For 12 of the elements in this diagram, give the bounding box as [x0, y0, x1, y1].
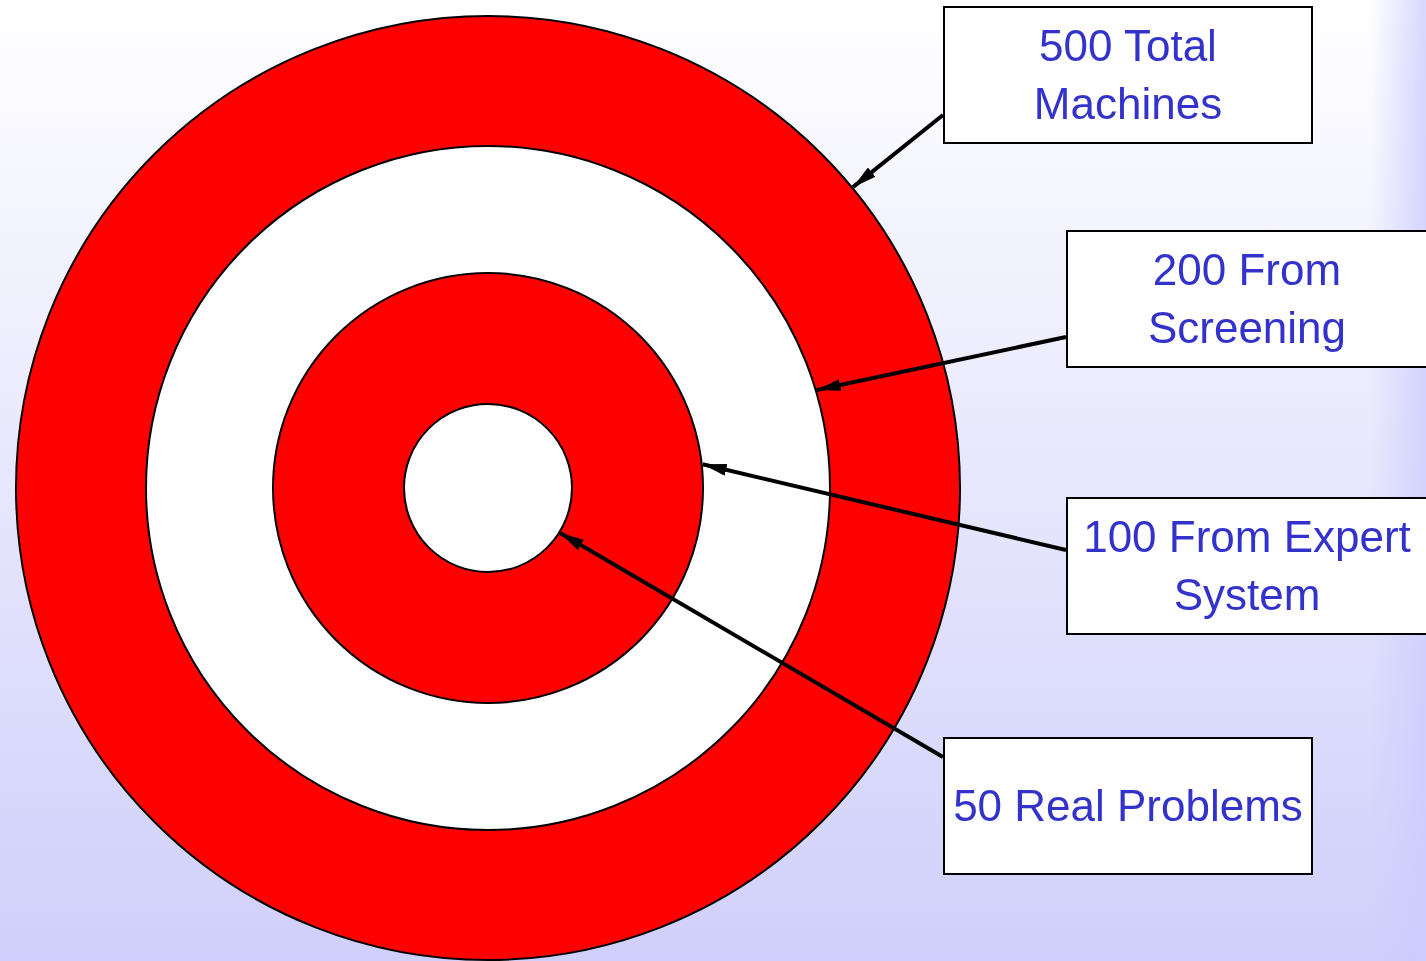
label-box: [943, 6, 1313, 144]
label-box: [1066, 497, 1426, 635]
leader-arrow: [851, 113, 945, 189]
label-text: 50 Real Problems: [953, 780, 1303, 832]
label-text: 100 From Expert System: [1082, 511, 1412, 621]
label-text: 500 Total Machines: [1032, 20, 1224, 130]
label-text: 200 From Screening: [1146, 244, 1348, 354]
leader-arrow: [702, 462, 1067, 552]
label-box: [1066, 230, 1426, 368]
leader-arrow: [816, 335, 1067, 392]
label-box: [943, 737, 1313, 875]
leader-arrow: [559, 531, 944, 759]
